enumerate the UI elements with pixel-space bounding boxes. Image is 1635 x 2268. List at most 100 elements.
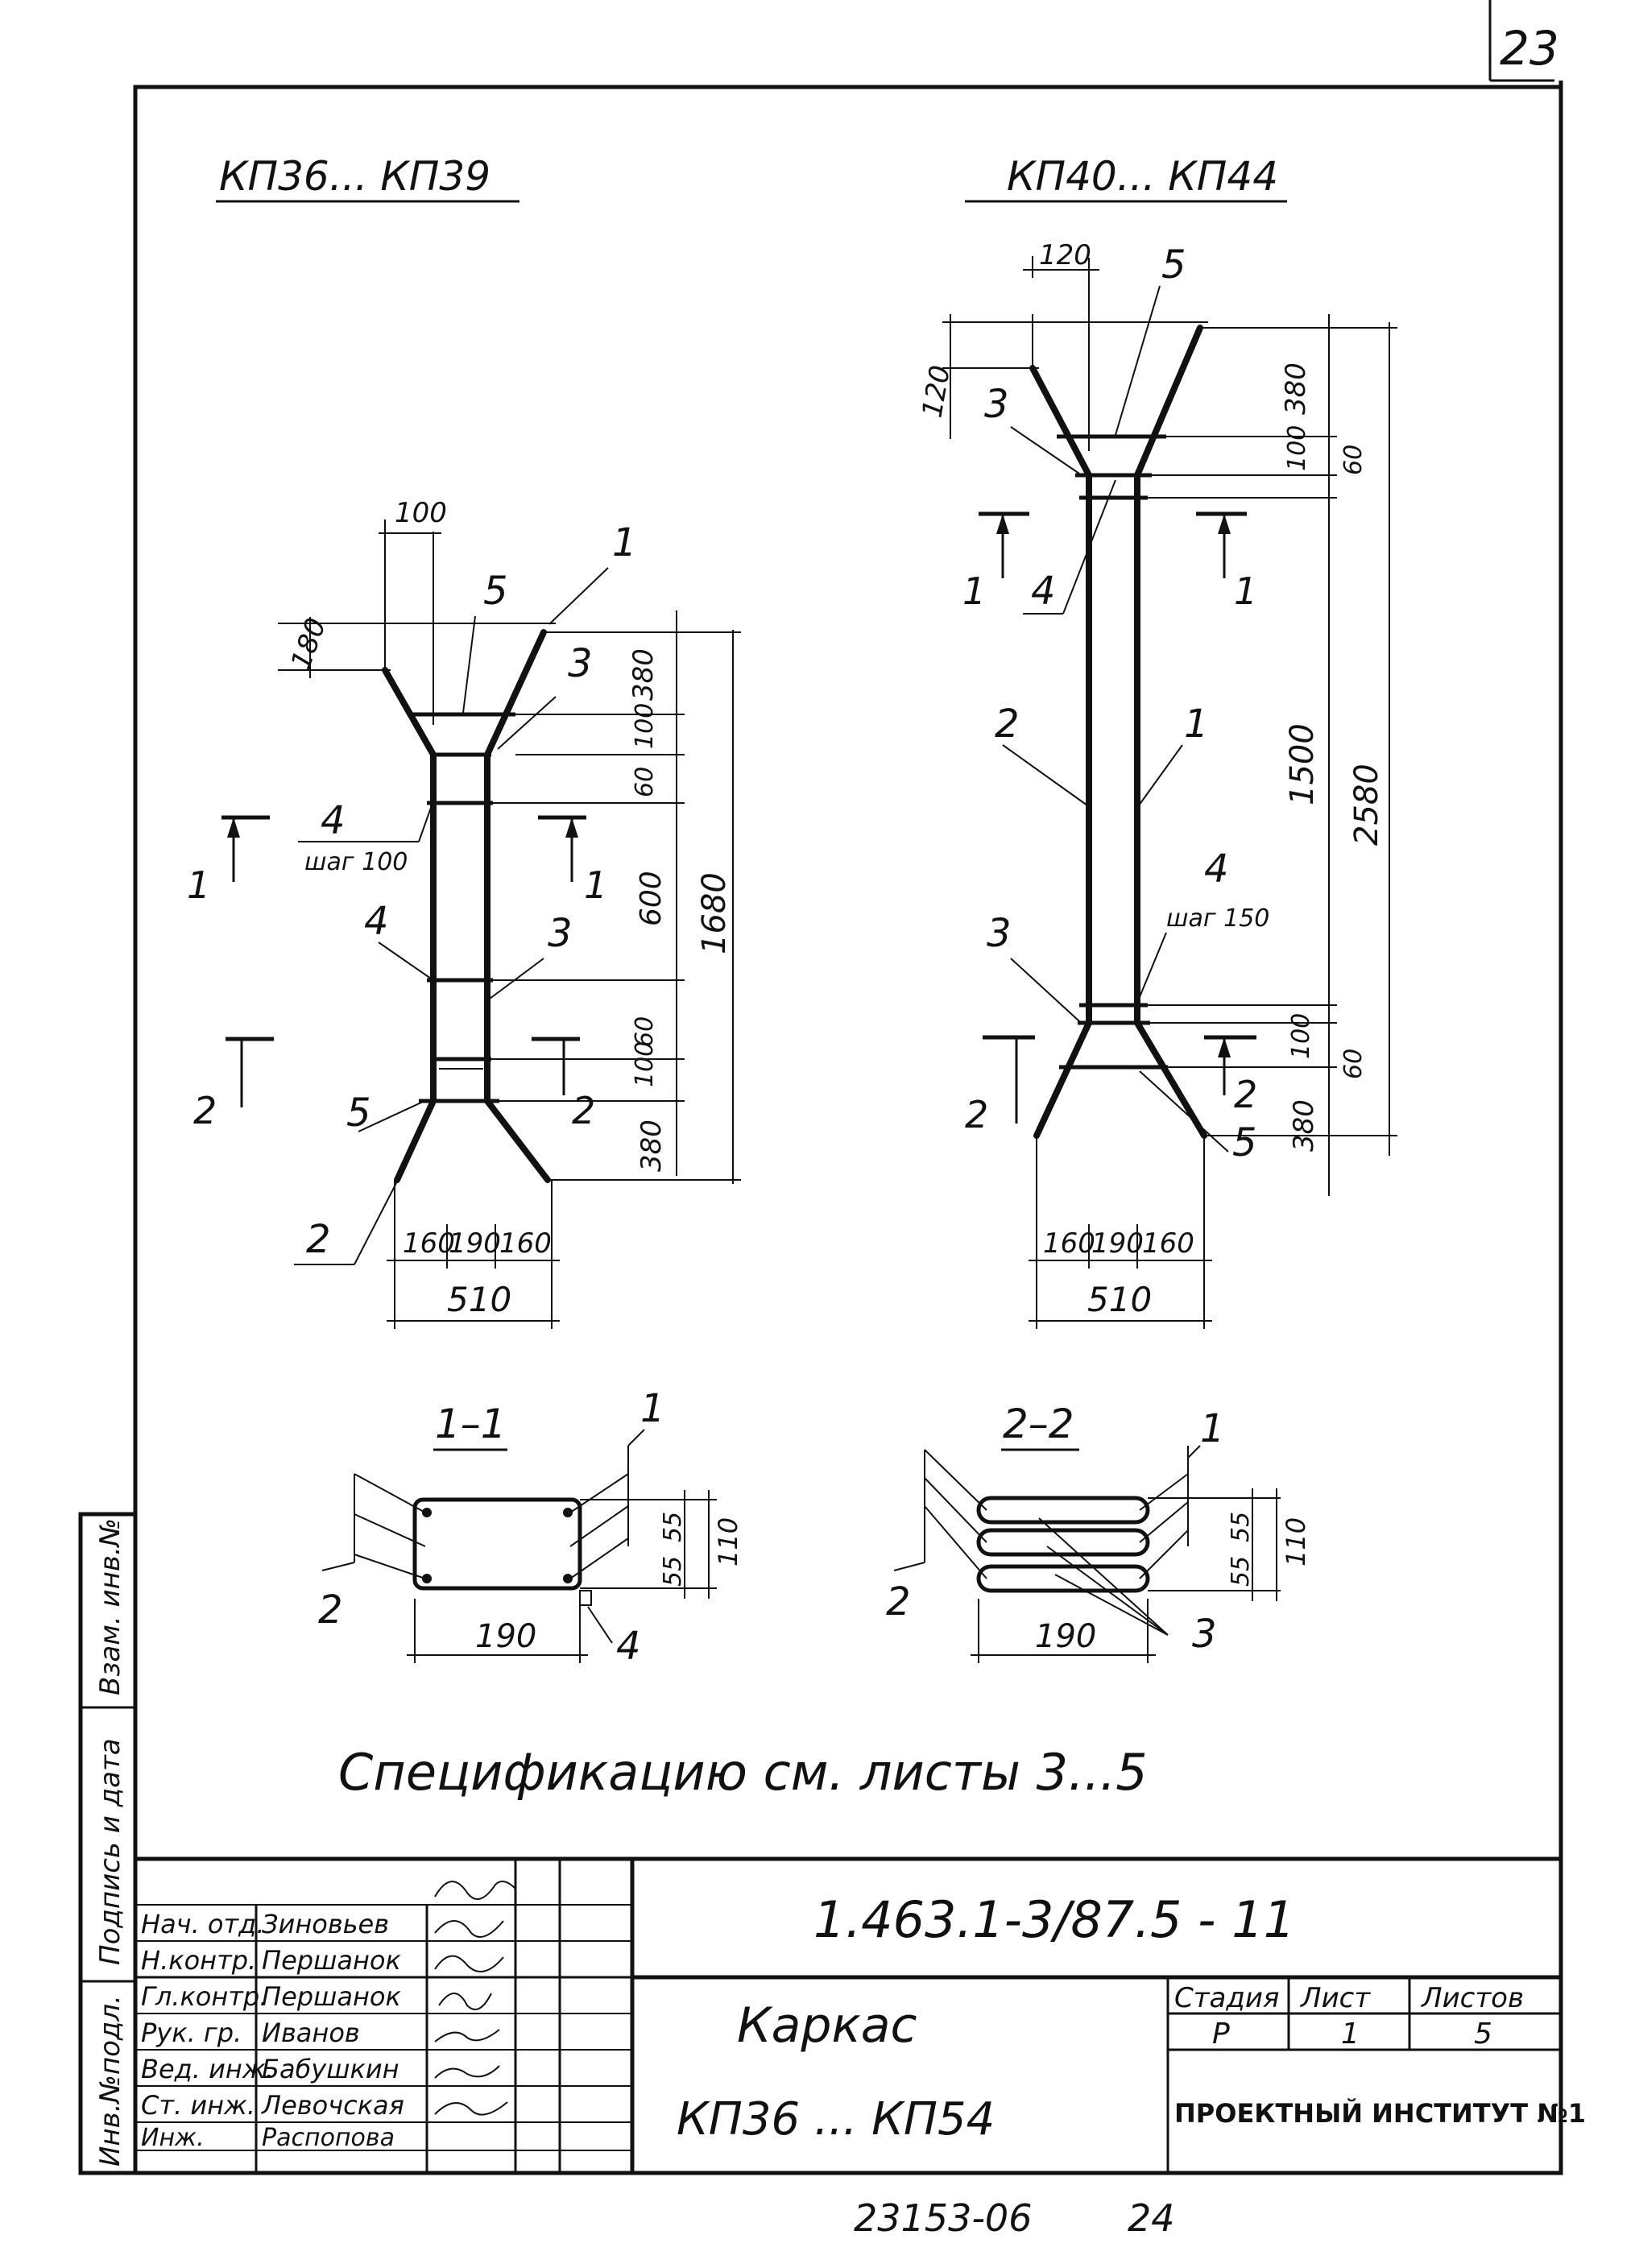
right-section-mark-1-left: 1 bbox=[962, 569, 986, 613]
signature-row: Вед. инж. Бабушкин bbox=[141, 2054, 399, 2084]
left-callout-4-top: 4 bbox=[321, 798, 346, 843]
signature-role: Вед. инж. bbox=[141, 2054, 274, 2084]
left-dim-160-b: 160 bbox=[499, 1227, 552, 1260]
stage-label: Стадия bbox=[1174, 1982, 1279, 2014]
left-dim-380-top: 380 bbox=[627, 648, 660, 701]
left-dim-380-bottom: 380 bbox=[635, 1120, 668, 1172]
right-dim-160-b: 160 bbox=[1142, 1227, 1194, 1260]
right-callout-2: 2 bbox=[995, 702, 1020, 747]
signature-name: Першанок bbox=[262, 1945, 401, 1976]
specification-note: Спецификацию см. листы 3...5 bbox=[338, 1743, 1148, 1802]
left-dim-600: 600 bbox=[635, 871, 668, 926]
section-2-2-dim-55-b: 55 bbox=[1227, 1556, 1255, 1587]
stage-value: Р bbox=[1212, 2018, 1230, 2051]
document-code: 1.463.1-3/87.5 - 11 bbox=[813, 1890, 1295, 1949]
right-dim-190: 190 bbox=[1091, 1227, 1144, 1260]
sheet-label: Лист bbox=[1299, 1982, 1371, 2014]
sheets-label: Листов bbox=[1420, 1982, 1524, 2014]
right-dim-380-top: 380 bbox=[1280, 362, 1312, 415]
left-section-mark-1-right: 1 bbox=[584, 863, 607, 907]
right-dim-160-a: 160 bbox=[1043, 1227, 1095, 1260]
right-callout-5-bottom: 5 bbox=[1232, 1120, 1257, 1165]
section-1-1-callout-4: 4 bbox=[616, 1624, 641, 1669]
right-view-title: КП40... КП44 bbox=[1007, 153, 1278, 200]
section-1-1-dim-190: 190 bbox=[475, 1618, 536, 1655]
side-stamp: Инв.№подл. Подпись и дата Взам. инв.№ bbox=[78, 1512, 138, 2175]
section-2-2-callout-2: 2 bbox=[886, 1579, 911, 1624]
section-1-1-dim-55-b: 55 bbox=[659, 1556, 687, 1587]
right-dim-1500: 1500 bbox=[1284, 723, 1321, 805]
signature-role: Нач. отд. bbox=[141, 1909, 264, 1939]
left-dim-60-top: 60 bbox=[631, 767, 659, 797]
right-section-mark-2-right: 2 bbox=[1234, 1073, 1257, 1116]
right-elevation-view: КП40... КП44 120 120 380 100 60 bbox=[916, 153, 1397, 1329]
section-2-2-title: 2–2 bbox=[1003, 1401, 1074, 1447]
right-section-mark-2-left: 2 bbox=[965, 1093, 988, 1136]
right-dim-380-bottom: 380 bbox=[1288, 1099, 1320, 1152]
right-callout-4-top: 4 bbox=[1031, 569, 1056, 614]
left-section-mark-2-left: 2 bbox=[193, 1089, 217, 1132]
right-dim-2580: 2580 bbox=[1348, 764, 1385, 846]
signature-name: Першанок bbox=[262, 1981, 401, 2012]
left-dim-100-top: 100 bbox=[631, 703, 659, 749]
right-dim-100-top: 100 bbox=[1283, 425, 1311, 471]
right-dim-120-top: 120 bbox=[1039, 239, 1091, 271]
signature-role: Рук. гр. bbox=[141, 2018, 242, 2048]
left-section-mark-2-right: 2 bbox=[572, 1089, 595, 1132]
signature-role: Гл.контр. bbox=[141, 1981, 267, 2012]
signature-row: Инж. Распопова bbox=[141, 2124, 395, 2152]
signature-row: Рук. гр. Иванов bbox=[141, 2018, 360, 2048]
signature-row: Н.контр. Першанок bbox=[141, 1945, 401, 1976]
left-dim-1680: 1680 bbox=[696, 872, 733, 954]
left-dim-190: 190 bbox=[449, 1227, 501, 1260]
right-step-150: шаг 150 bbox=[1166, 904, 1269, 933]
left-callout-3-top: 3 bbox=[568, 641, 593, 686]
right-callout-5-top: 5 bbox=[1161, 242, 1186, 288]
signature-row: Нач. отд. Зиновьев bbox=[141, 1909, 389, 1939]
section-2-2-dim-190: 190 bbox=[1035, 1618, 1096, 1655]
section-2-2-callout-1: 1 bbox=[1200, 1406, 1225, 1451]
signature-name: Левочская bbox=[261, 2090, 404, 2121]
side-stamp-replaced-inv: Взам. инв.№ bbox=[94, 1518, 126, 1695]
side-stamp-inv-no: Инв.№подл. bbox=[94, 1995, 126, 2167]
right-callout-1: 1 bbox=[1184, 702, 1209, 747]
page-number-box: 23 bbox=[1488, 0, 1559, 82]
left-callout-5-top: 5 bbox=[483, 569, 508, 614]
left-section-mark-1-left: 1 bbox=[187, 863, 210, 907]
signature-scribbles bbox=[434, 1881, 516, 2116]
drawing-name-line-2: КП36 ... КП54 bbox=[677, 2093, 995, 2146]
right-callout-4-bottom: 4 bbox=[1204, 846, 1229, 892]
section-1-1-callout-2: 2 bbox=[318, 1587, 343, 1633]
left-dim-60-bottom: 60 bbox=[631, 1016, 659, 1047]
signature-name: Бабушкин bbox=[262, 2054, 399, 2084]
section-2-2-callout-3: 3 bbox=[1192, 1612, 1217, 1657]
signature-name: Распопова bbox=[262, 2124, 395, 2152]
left-callout-2-bottom: 2 bbox=[306, 1217, 331, 1262]
section-2-2-dim-55-a: 55 bbox=[1227, 1512, 1255, 1542]
section-1-1-dim-110: 110 bbox=[713, 1517, 743, 1566]
signature-row: Гл.контр. Першанок bbox=[141, 1981, 401, 2012]
section-1-1-dim-55-a: 55 bbox=[659, 1512, 687, 1542]
footer-number: 24 bbox=[1128, 2196, 1175, 2240]
signature-role: Инж. bbox=[141, 2124, 205, 2152]
right-callout-3-top: 3 bbox=[984, 382, 1009, 427]
left-callout-3-bottom: 3 bbox=[548, 911, 573, 956]
left-step-100: шаг 100 bbox=[304, 848, 408, 876]
right-dim-60-top: 60 bbox=[1339, 445, 1368, 475]
signature-name: Зиновьев bbox=[262, 1909, 389, 1939]
signature-row: Ст. инж. Левочская bbox=[141, 2090, 404, 2121]
right-dim-60-bottom: 60 bbox=[1339, 1049, 1368, 1079]
signature-role: Н.контр. bbox=[141, 1945, 256, 1976]
signature-role: Ст. инж. bbox=[141, 2090, 255, 2121]
right-dim-100-bottom: 100 bbox=[1287, 1013, 1315, 1059]
drawing-name-line-1: Каркас bbox=[737, 1997, 917, 2054]
left-callout-5-bottom: 5 bbox=[346, 1091, 371, 1136]
footer-code: 23153-06 bbox=[854, 2196, 1032, 2240]
left-callout-1-top: 1 bbox=[612, 520, 637, 565]
section-1-1-callout-1: 1 bbox=[640, 1386, 665, 1431]
section-2-2: 2–2 2 1 3 55 55 110 190 bbox=[886, 1401, 1311, 1663]
right-section-mark-1-right: 1 bbox=[1234, 569, 1257, 613]
signature-name: Иванов bbox=[262, 2018, 360, 2048]
section-1-1-title: 1–1 bbox=[435, 1401, 507, 1447]
